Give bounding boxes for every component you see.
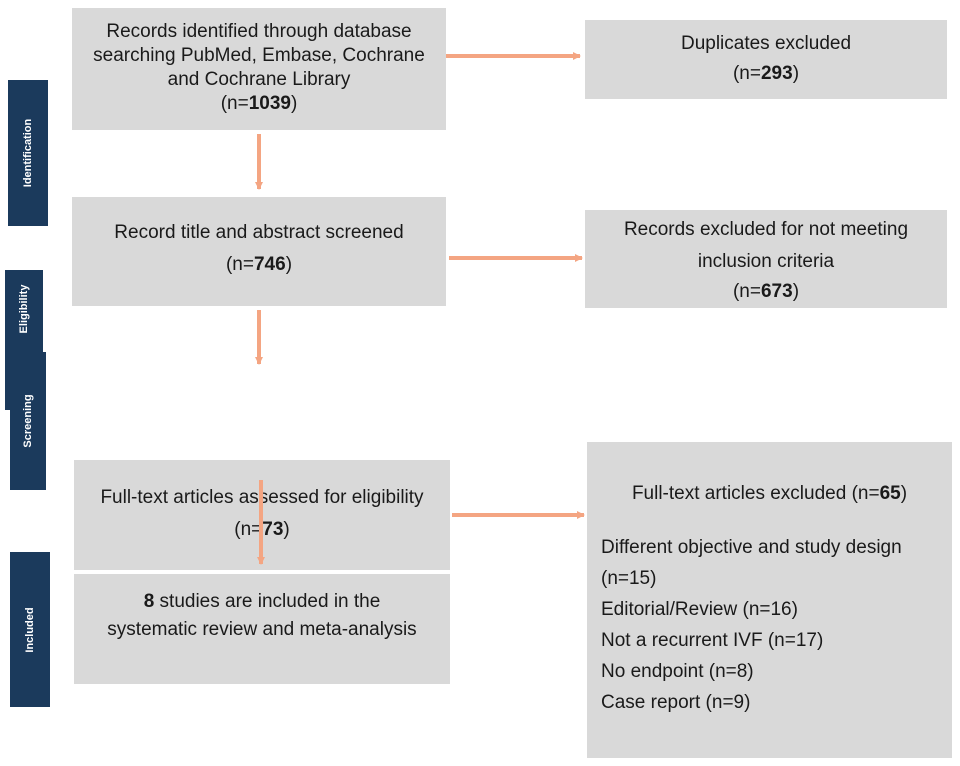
included-line1: 8 studies are included in the	[143, 591, 381, 612]
screened-title: Record title and abstract screened	[114, 222, 404, 243]
excluded-criteria-count: (n=673)	[732, 281, 800, 302]
stage-identification: Identification	[8, 80, 48, 226]
stage-screening-label: Screening	[22, 394, 34, 448]
excluded-criteria-box: Records excluded for not meeting inclusi…	[585, 210, 947, 308]
included-line2: systematic review and meta-analysis	[107, 619, 417, 640]
screened-count: (n=746)	[225, 254, 293, 275]
duplicates-count: (n=293)	[732, 63, 800, 84]
exclusion-reason: Not a recurrent IVF (n=17)	[601, 630, 824, 651]
records-identified-line3: and Cochrane Library	[167, 69, 351, 90]
stage-included: Included	[10, 552, 50, 707]
exclusion-reason: (n=15)	[601, 568, 657, 589]
stage-eligibility-label: Eligibility	[18, 284, 30, 334]
exclusion-reason: Case report (n=9)	[601, 692, 751, 713]
screened-box: Record title and abstract screened (n=74…	[72, 197, 446, 306]
stage-included-label: Included	[24, 606, 36, 653]
exclusion-reason: No endpoint (n=8)	[601, 661, 754, 682]
records-identified-line2: searching PubMed, Embase, Cochrane	[93, 45, 425, 66]
fulltext-excluded-title: Full-text articles excluded (n=65)	[631, 483, 908, 504]
exclusion-reasons-list: Different objective and study design (n=…	[587, 532, 952, 718]
duplicates-box: Duplicates excluded (n=293)	[585, 20, 947, 99]
excluded-criteria-line2: inclusion criteria	[697, 251, 835, 272]
records-identified-count: (n=1039)	[220, 93, 298, 114]
fulltext-assessed-count: (n=73)	[234, 519, 290, 540]
stage-identification-label: Identification	[22, 118, 34, 188]
duplicates-title: Duplicates excluded	[680, 33, 852, 54]
included-box: 8 studies are included in the systematic…	[74, 574, 450, 684]
exclusion-reason: Different objective and study design	[601, 537, 902, 558]
records-identified-line1: Records identified through database	[106, 21, 412, 42]
fulltext-assessed-box: Full-text articles assessed for eligibil…	[74, 460, 450, 570]
stage-screening: Screening	[10, 352, 46, 490]
exclusion-reason: Editorial/Review (n=16)	[601, 599, 798, 620]
fulltext-excluded-box: Full-text articles excluded (n=65) Diffe…	[587, 442, 952, 758]
excluded-criteria-line1: Records excluded for not meeting	[623, 219, 909, 240]
records-identified-box: Records identified through database sear…	[72, 8, 446, 130]
fulltext-assessed-title: Full-text articles assessed for eligibil…	[100, 487, 424, 508]
